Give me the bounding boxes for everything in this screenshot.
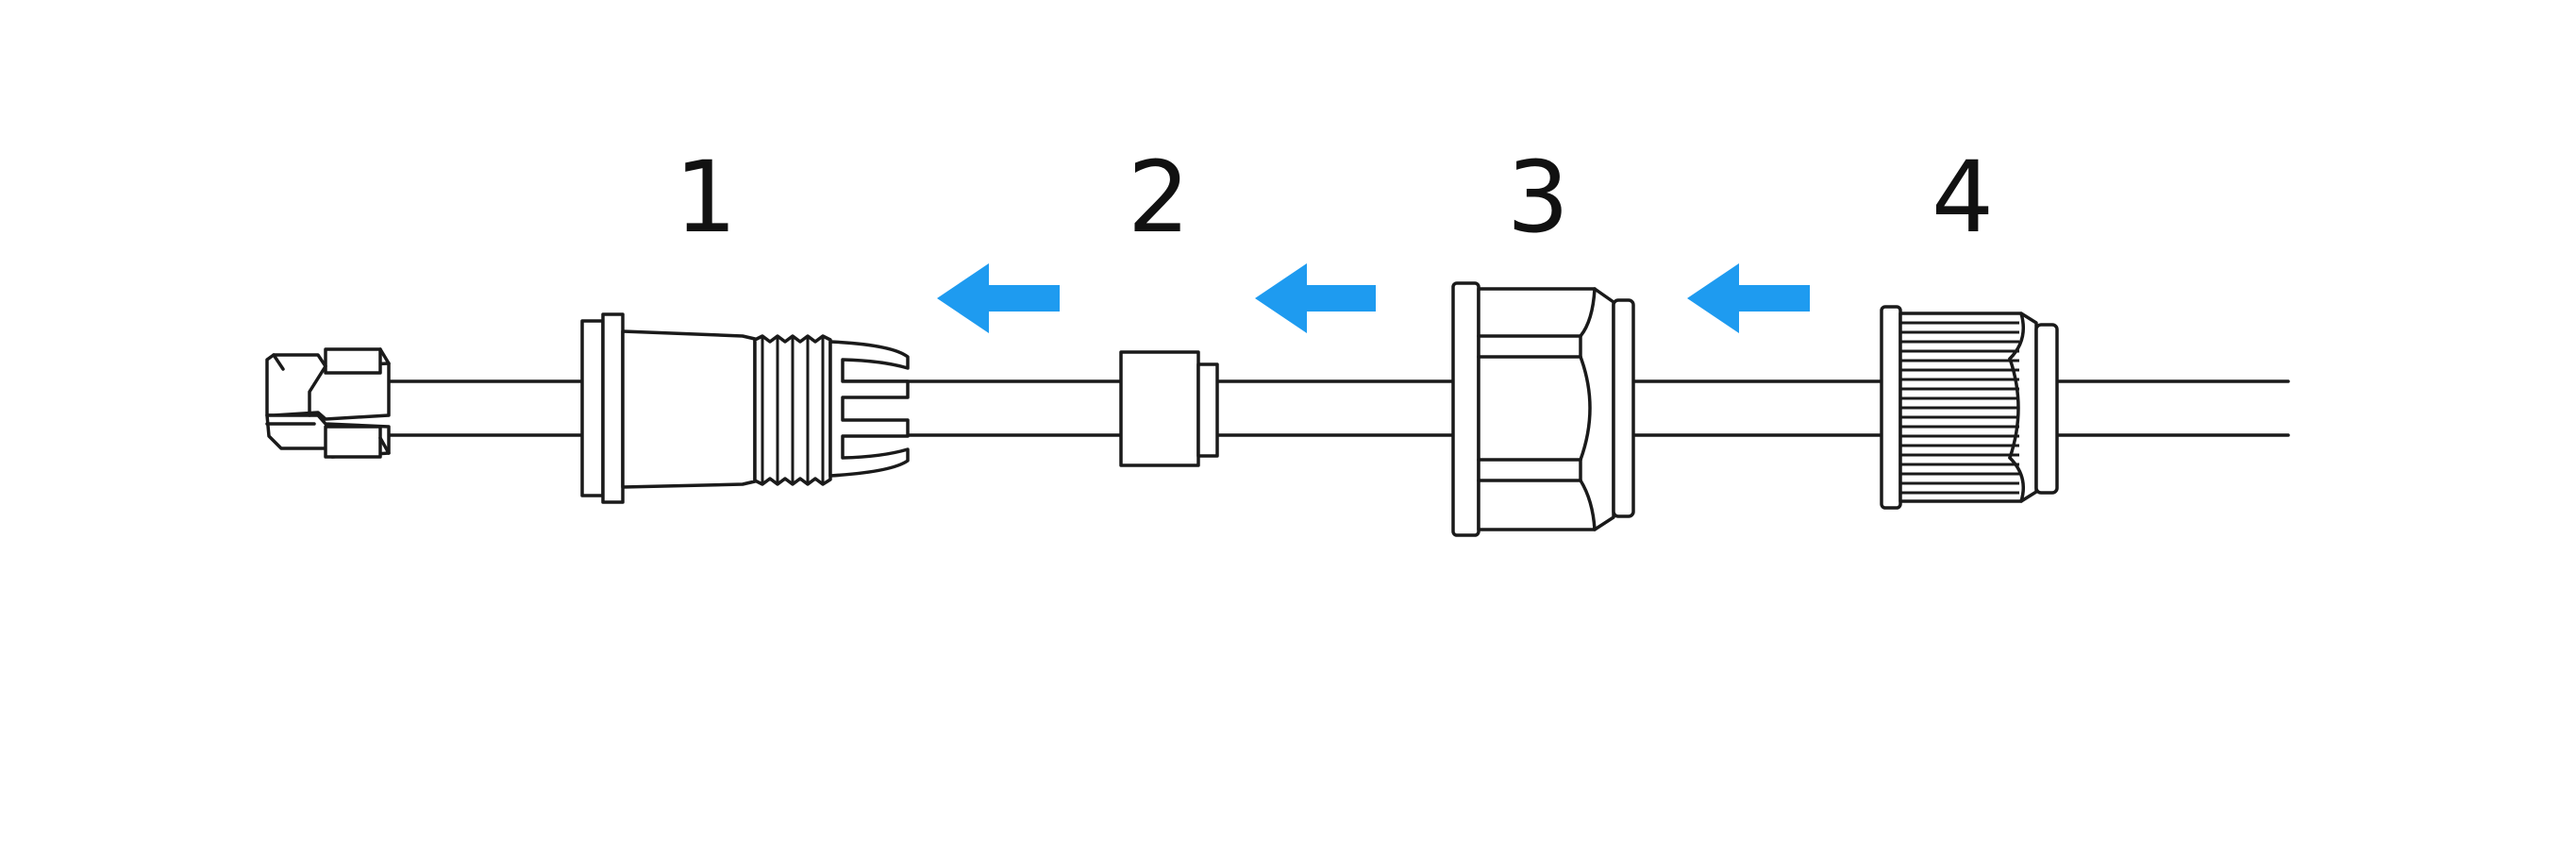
arrow-left-icon	[1687, 263, 1810, 333]
step-number-1: 1	[675, 140, 737, 255]
arrow-left-icon	[937, 263, 1060, 333]
part-1-plug-housing	[580, 312, 910, 504]
part-2-seal-ring	[1119, 350, 1219, 467]
step-number-3: 3	[1507, 140, 1569, 255]
arrow-left-icon	[1255, 263, 1376, 333]
step-number-2: 2	[1128, 140, 1190, 255]
part-3-hex-body	[1451, 281, 1635, 537]
step-number-4: 4	[1932, 140, 1994, 255]
rj45-plug	[265, 347, 391, 459]
part-4-knurled-cap	[1880, 305, 2059, 510]
